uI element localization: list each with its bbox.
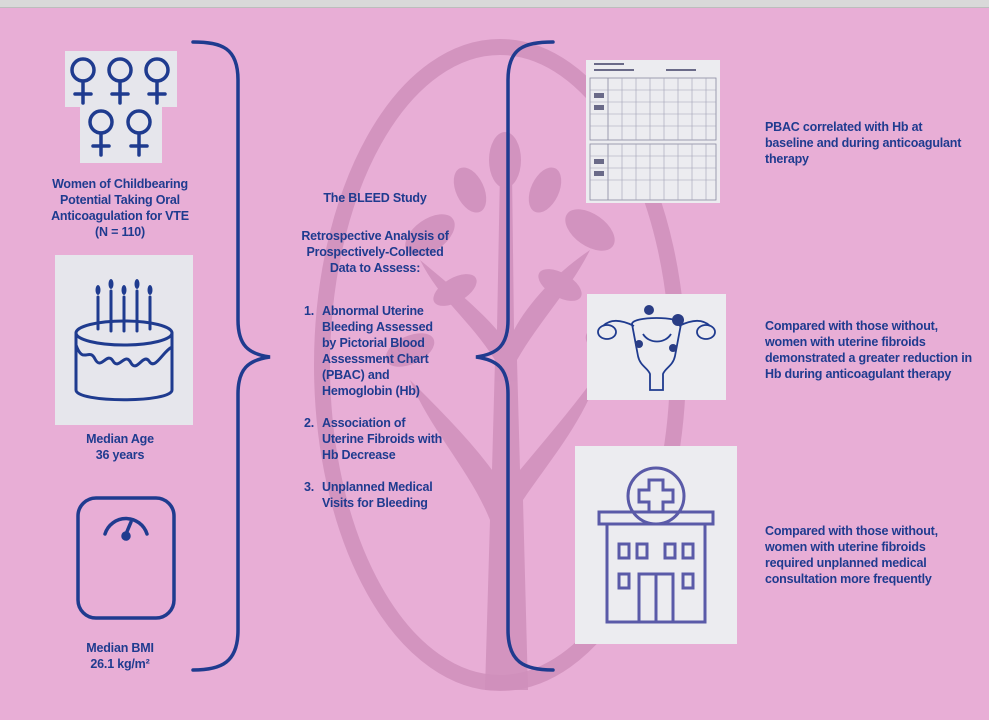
women-n: (N = 110) <box>95 225 145 239</box>
study-subtitle: Retrospective Analysis of Prospectively-… <box>301 229 449 275</box>
age-label: Median Age <box>86 432 154 446</box>
list-item: 3. Unplanned Medical Visits for Bleeding <box>300 479 450 511</box>
list-item: 2. Association of Uterine Fibroids with H… <box>300 415 450 463</box>
finding-hb-reduction: Compared with those without, women with … <box>765 319 972 381</box>
uterus-panel <box>587 294 726 400</box>
bmi-label: Median BMI <box>86 641 154 655</box>
list-text: Unplanned Medical Visits for Bleeding <box>322 480 433 510</box>
study-aims-list: 1. Abnormal Uterine Bleeding Assessed by … <box>300 303 450 527</box>
age-value: 36 years <box>95 448 145 462</box>
pbac-chart-icon <box>589 63 717 201</box>
weight-scale-icon <box>76 496 176 620</box>
left-brace <box>191 40 271 672</box>
right-brace <box>475 40 555 672</box>
birthday-cake-icon <box>74 279 174 402</box>
bmi-value: 26.1 kg/m² <box>90 657 150 671</box>
female-symbol-icon <box>70 57 170 157</box>
women-population-text: Women of Childbearing Potential Taking O… <box>45 176 195 240</box>
window-top-bar <box>0 0 989 8</box>
finding-medical-consultation: Compared with those without, women with … <box>765 524 938 586</box>
list-text: Association of Uterine Fibroids with Hb … <box>322 416 443 462</box>
cake-panel <box>55 255 193 425</box>
hospital-icon <box>597 466 715 624</box>
list-item: 1. Abnormal Uterine Bleeding Assessed by … <box>300 303 450 399</box>
list-text: Abnormal Uterine Bleeding Assessed by Pi… <box>322 304 433 398</box>
uterus-fibroid-icon <box>597 305 716 391</box>
list-number: 1. <box>304 304 315 318</box>
bmi-text: Median BMI 26.1 kg/m² <box>45 640 195 672</box>
women-text: Women of Childbearing Potential Taking O… <box>51 177 189 223</box>
age-text: Median Age 36 years <box>45 431 195 463</box>
list-number: 2. <box>304 416 315 430</box>
finding-pbac: PBAC correlated with Hb at baseline and … <box>765 120 962 166</box>
list-number: 3. <box>304 480 315 494</box>
study-title: The BLEED Study <box>323 191 427 205</box>
